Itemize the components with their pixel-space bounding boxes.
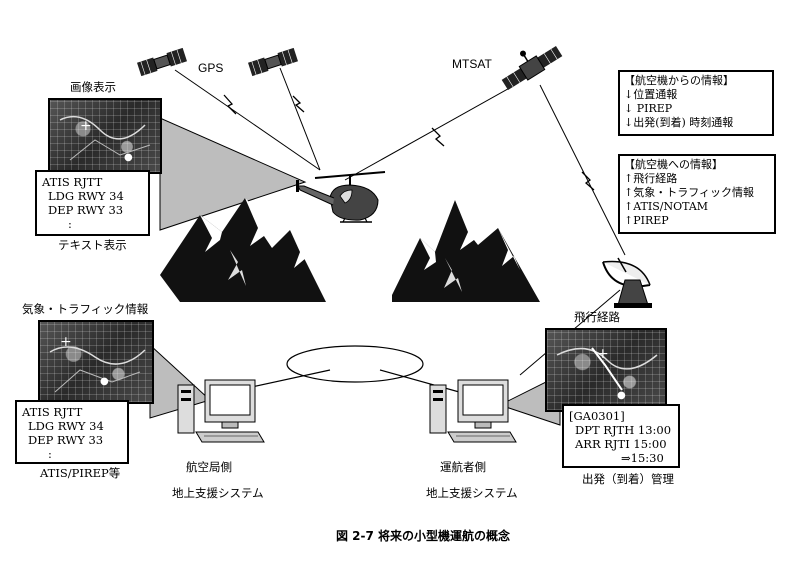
to-aircraft-item: ↑気象・トラフィック情報 [624, 186, 754, 199]
flight-plan-line: DPT RJTH 13:00 [575, 423, 672, 437]
heli-text-line: ATIS RJTT [42, 175, 103, 189]
figure-caption: 図 2-7 将来の小型機運航の概念 [336, 529, 511, 543]
mtsat-heli-link [344, 84, 516, 181]
svg-text:+: + [60, 334, 72, 350]
mtsat-antenna-zigzag [581, 171, 595, 191]
ground-antenna [602, 257, 652, 308]
heli-map-display: + ● [48, 98, 162, 174]
flight-route-label: 飛行経路 [574, 310, 620, 324]
aviation-computer [177, 379, 265, 443]
flight-plan-line: [GA0301] [569, 409, 625, 423]
network-line-right [379, 369, 471, 396]
helicopter [296, 171, 386, 223]
ground-text-line: ATIS RJTT [22, 405, 83, 419]
svg-text:+: + [80, 118, 92, 134]
mtsat-heli-zigzag [431, 127, 445, 147]
to-aircraft-box: 【航空機への情報】 ↑飛行経路 ↑気象・トラフィック情報 ↑ATIS/NOTAM… [618, 154, 776, 234]
aviation-support-label: 地上支援システム [172, 486, 264, 500]
flight-plan-line: ⇒15:30 [621, 451, 664, 465]
text-display-label: テキスト表示 [58, 238, 127, 252]
mtsat-antenna-link [539, 84, 626, 256]
image-display-label: 画像表示 [70, 80, 116, 94]
heli-display-beam [159, 117, 307, 231]
gps-link-2-zigzag [292, 95, 305, 113]
from-aircraft-item: ↓位置通報 [624, 88, 678, 101]
operator-support-label: 地上支援システム [426, 486, 518, 500]
from-aircraft-box: 【航空機からの情報】 ↓位置通報 ↓ PIREP ↓出発(到着) 時刻通報 [618, 70, 774, 136]
heli-text-display: ATIS RJTT LDG RWY 34 DEP RWY 33 : [35, 170, 150, 236]
flight-plan-box: [GA0301] DPT RJTH 13:00 ARR RJTI 15:00 ⇒… [562, 404, 680, 468]
from-aircraft-title: 【航空機からの情報】 [624, 74, 734, 87]
operator-side-label: 運航者側 [440, 460, 486, 474]
departure-arrival-label: 出発（到着）管理 [582, 472, 674, 486]
gps-label: GPS [198, 61, 224, 75]
to-aircraft-item: ↑PIREP [624, 214, 669, 227]
svg-text:●: ● [617, 390, 626, 401]
atis-pirep-label: ATIS/PIREP等 [40, 466, 121, 480]
map-route-overlay: + ● [59, 115, 151, 163]
mountain-left [160, 198, 326, 302]
from-aircraft-item: ↓ PIREP [624, 102, 673, 115]
weather-map-display: + ● [38, 320, 154, 404]
gps-link-2 [279, 67, 321, 171]
to-aircraft-item: ↑ATIS/NOTAM [624, 200, 709, 213]
mountain-right [392, 200, 540, 302]
gps-link-1 [174, 69, 321, 171]
heli-text-line: DEP RWY 33 [48, 203, 124, 217]
operator-computer [429, 379, 517, 443]
gps-satellite-1 [137, 47, 187, 77]
ground-text-line: DEP RWY 33 [28, 433, 104, 447]
gps-satellite-2 [248, 47, 298, 77]
weather-traffic-label: 気象・トラフィック情報 [22, 302, 149, 316]
aviation-side-label: 航空局側 [186, 460, 232, 474]
svg-text:●: ● [124, 152, 133, 163]
flight-plan-line: ARR RJTI 15:00 [575, 437, 667, 451]
to-aircraft-item: ↑飛行経路 [624, 172, 678, 185]
ground-text-line: LDG RWY 34 [28, 419, 104, 433]
heli-text-line: LDG RWY 34 [48, 189, 124, 203]
from-aircraft-item: ↓出発(到着) 時刻通報 [624, 116, 734, 129]
network-ellipse [286, 345, 424, 383]
gps-link-1-zigzag [223, 94, 237, 115]
mtsat-label: MTSAT [452, 57, 492, 71]
ground-text-display: ATIS RJTT LDG RWY 34 DEP RWY 33 : [15, 400, 129, 464]
route-map-display: + ● [545, 328, 667, 412]
svg-text:+: + [597, 346, 609, 362]
svg-text:●: ● [100, 376, 109, 387]
map-route-overlay: + ● [556, 346, 658, 401]
ground-text-line: : [48, 447, 52, 461]
map-route-overlay: + ● [49, 334, 146, 393]
to-aircraft-title: 【航空機への情報】 [624, 158, 723, 171]
heli-text-line: : [68, 217, 72, 231]
mtsat-satellite [501, 45, 563, 91]
